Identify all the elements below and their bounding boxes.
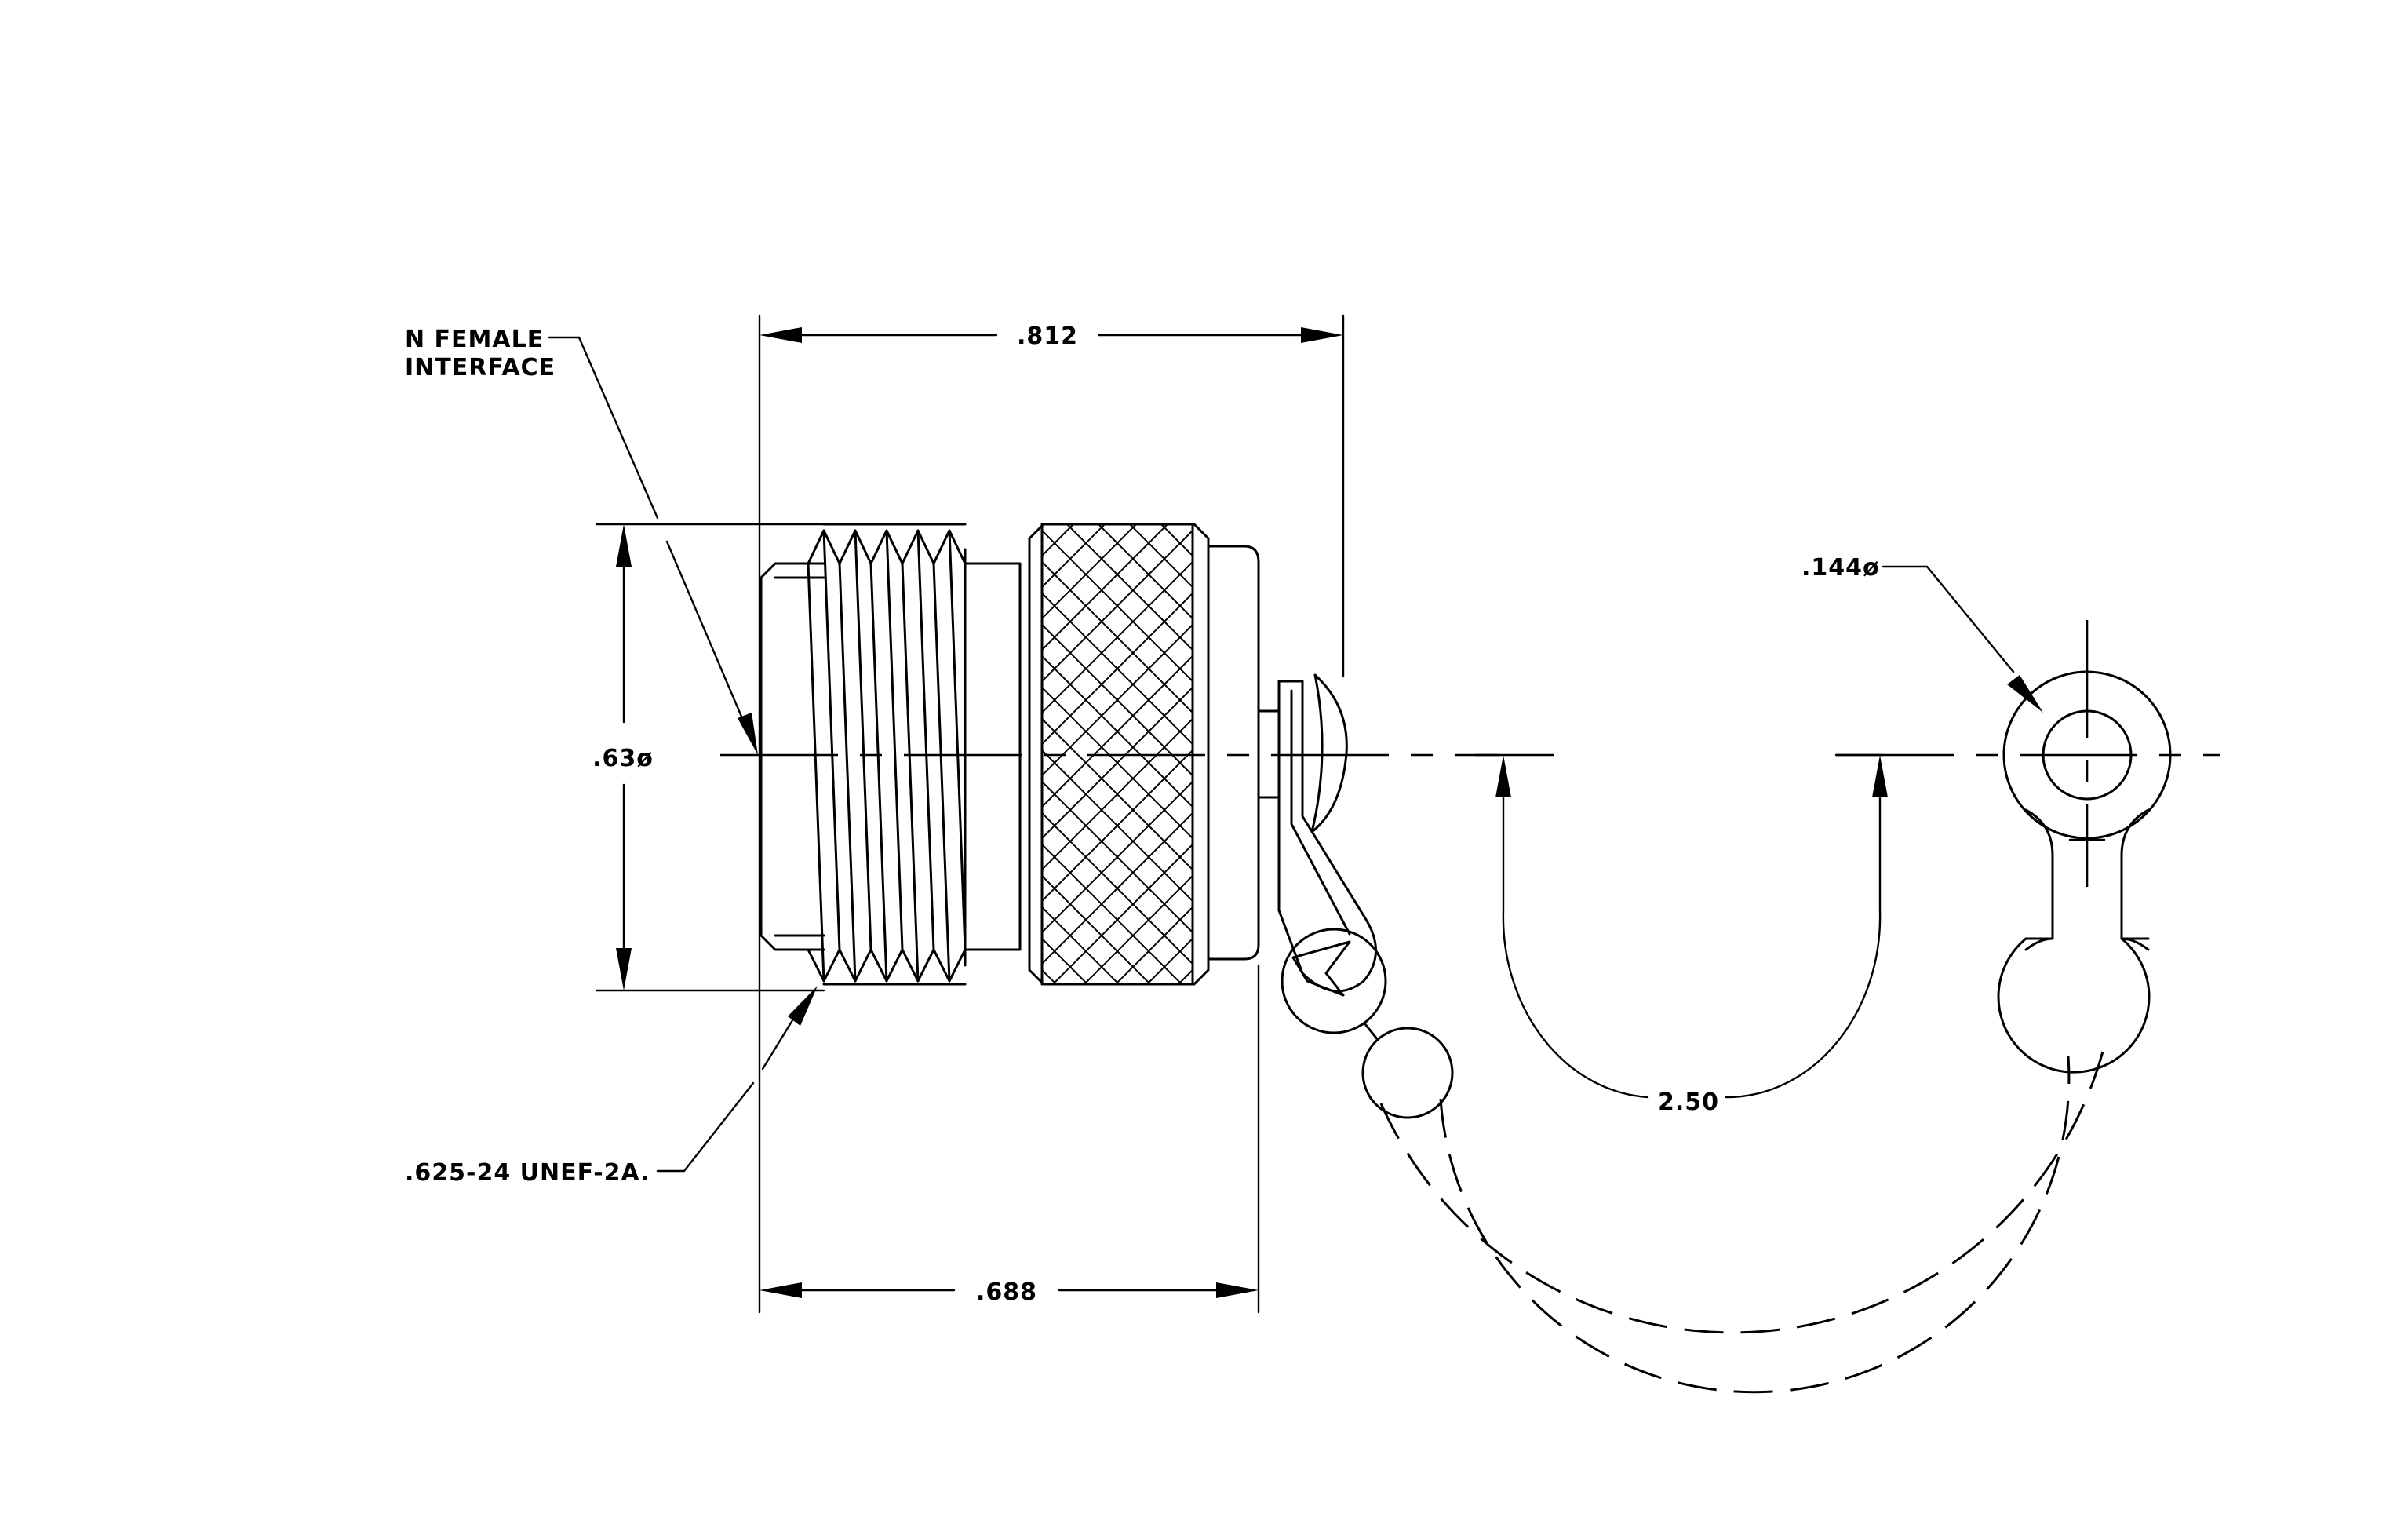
center-lines xyxy=(720,620,2220,887)
body-diameter-label: .63ø xyxy=(592,745,654,772)
dimension-body-length: .688 xyxy=(760,964,1260,1314)
dimension-body-diameter: .63ø xyxy=(592,523,825,992)
interface-label-line2: INTERFACE xyxy=(405,354,556,381)
ring-hole-label: .144ø xyxy=(1801,554,1880,582)
connector-cap-body xyxy=(760,523,1281,986)
chain-length-label: 2.50 xyxy=(1658,1089,1719,1116)
callout-interface: N FEMALE INTERFACE xyxy=(405,326,758,755)
dimension-chain-length: 2.50 xyxy=(1474,753,1888,1116)
dimension-ring-hole: .144ø xyxy=(1801,554,2043,713)
dimension-overall-length: .812 xyxy=(758,314,1345,1314)
overall-length-label: .812 xyxy=(1017,323,1078,350)
thread-label: .625-24 UNEF-2A. xyxy=(405,1159,650,1187)
callout-thread: .625-24 UNEF-2A. xyxy=(405,986,818,1187)
knurl-pattern xyxy=(1042,524,1193,984)
retaining-chain xyxy=(1277,670,2172,1394)
interface-label-line1: N FEMALE xyxy=(405,326,544,353)
body-length-label: .688 xyxy=(976,1278,1037,1306)
